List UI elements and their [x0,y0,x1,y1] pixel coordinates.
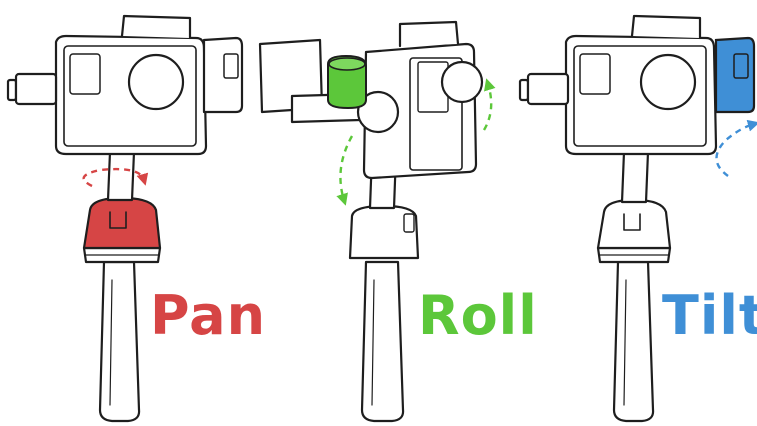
roll-label: Roll [418,284,538,347]
pan-motor [82,196,162,250]
tilt-rotation-arrow-icon [715,119,757,177]
tilt-gimbal-drawing [518,14,718,423]
pan-label: Pan [150,284,266,347]
roll-gimbal-drawing [258,20,484,423]
roll-arrow-up-icon [482,78,496,131]
pan-gimbal-drawing [6,14,244,423]
roll-arrow-down-icon [336,135,354,206]
pan-rotation-arrow-icon [82,167,149,188]
tilt-label: Tilt [662,284,757,347]
